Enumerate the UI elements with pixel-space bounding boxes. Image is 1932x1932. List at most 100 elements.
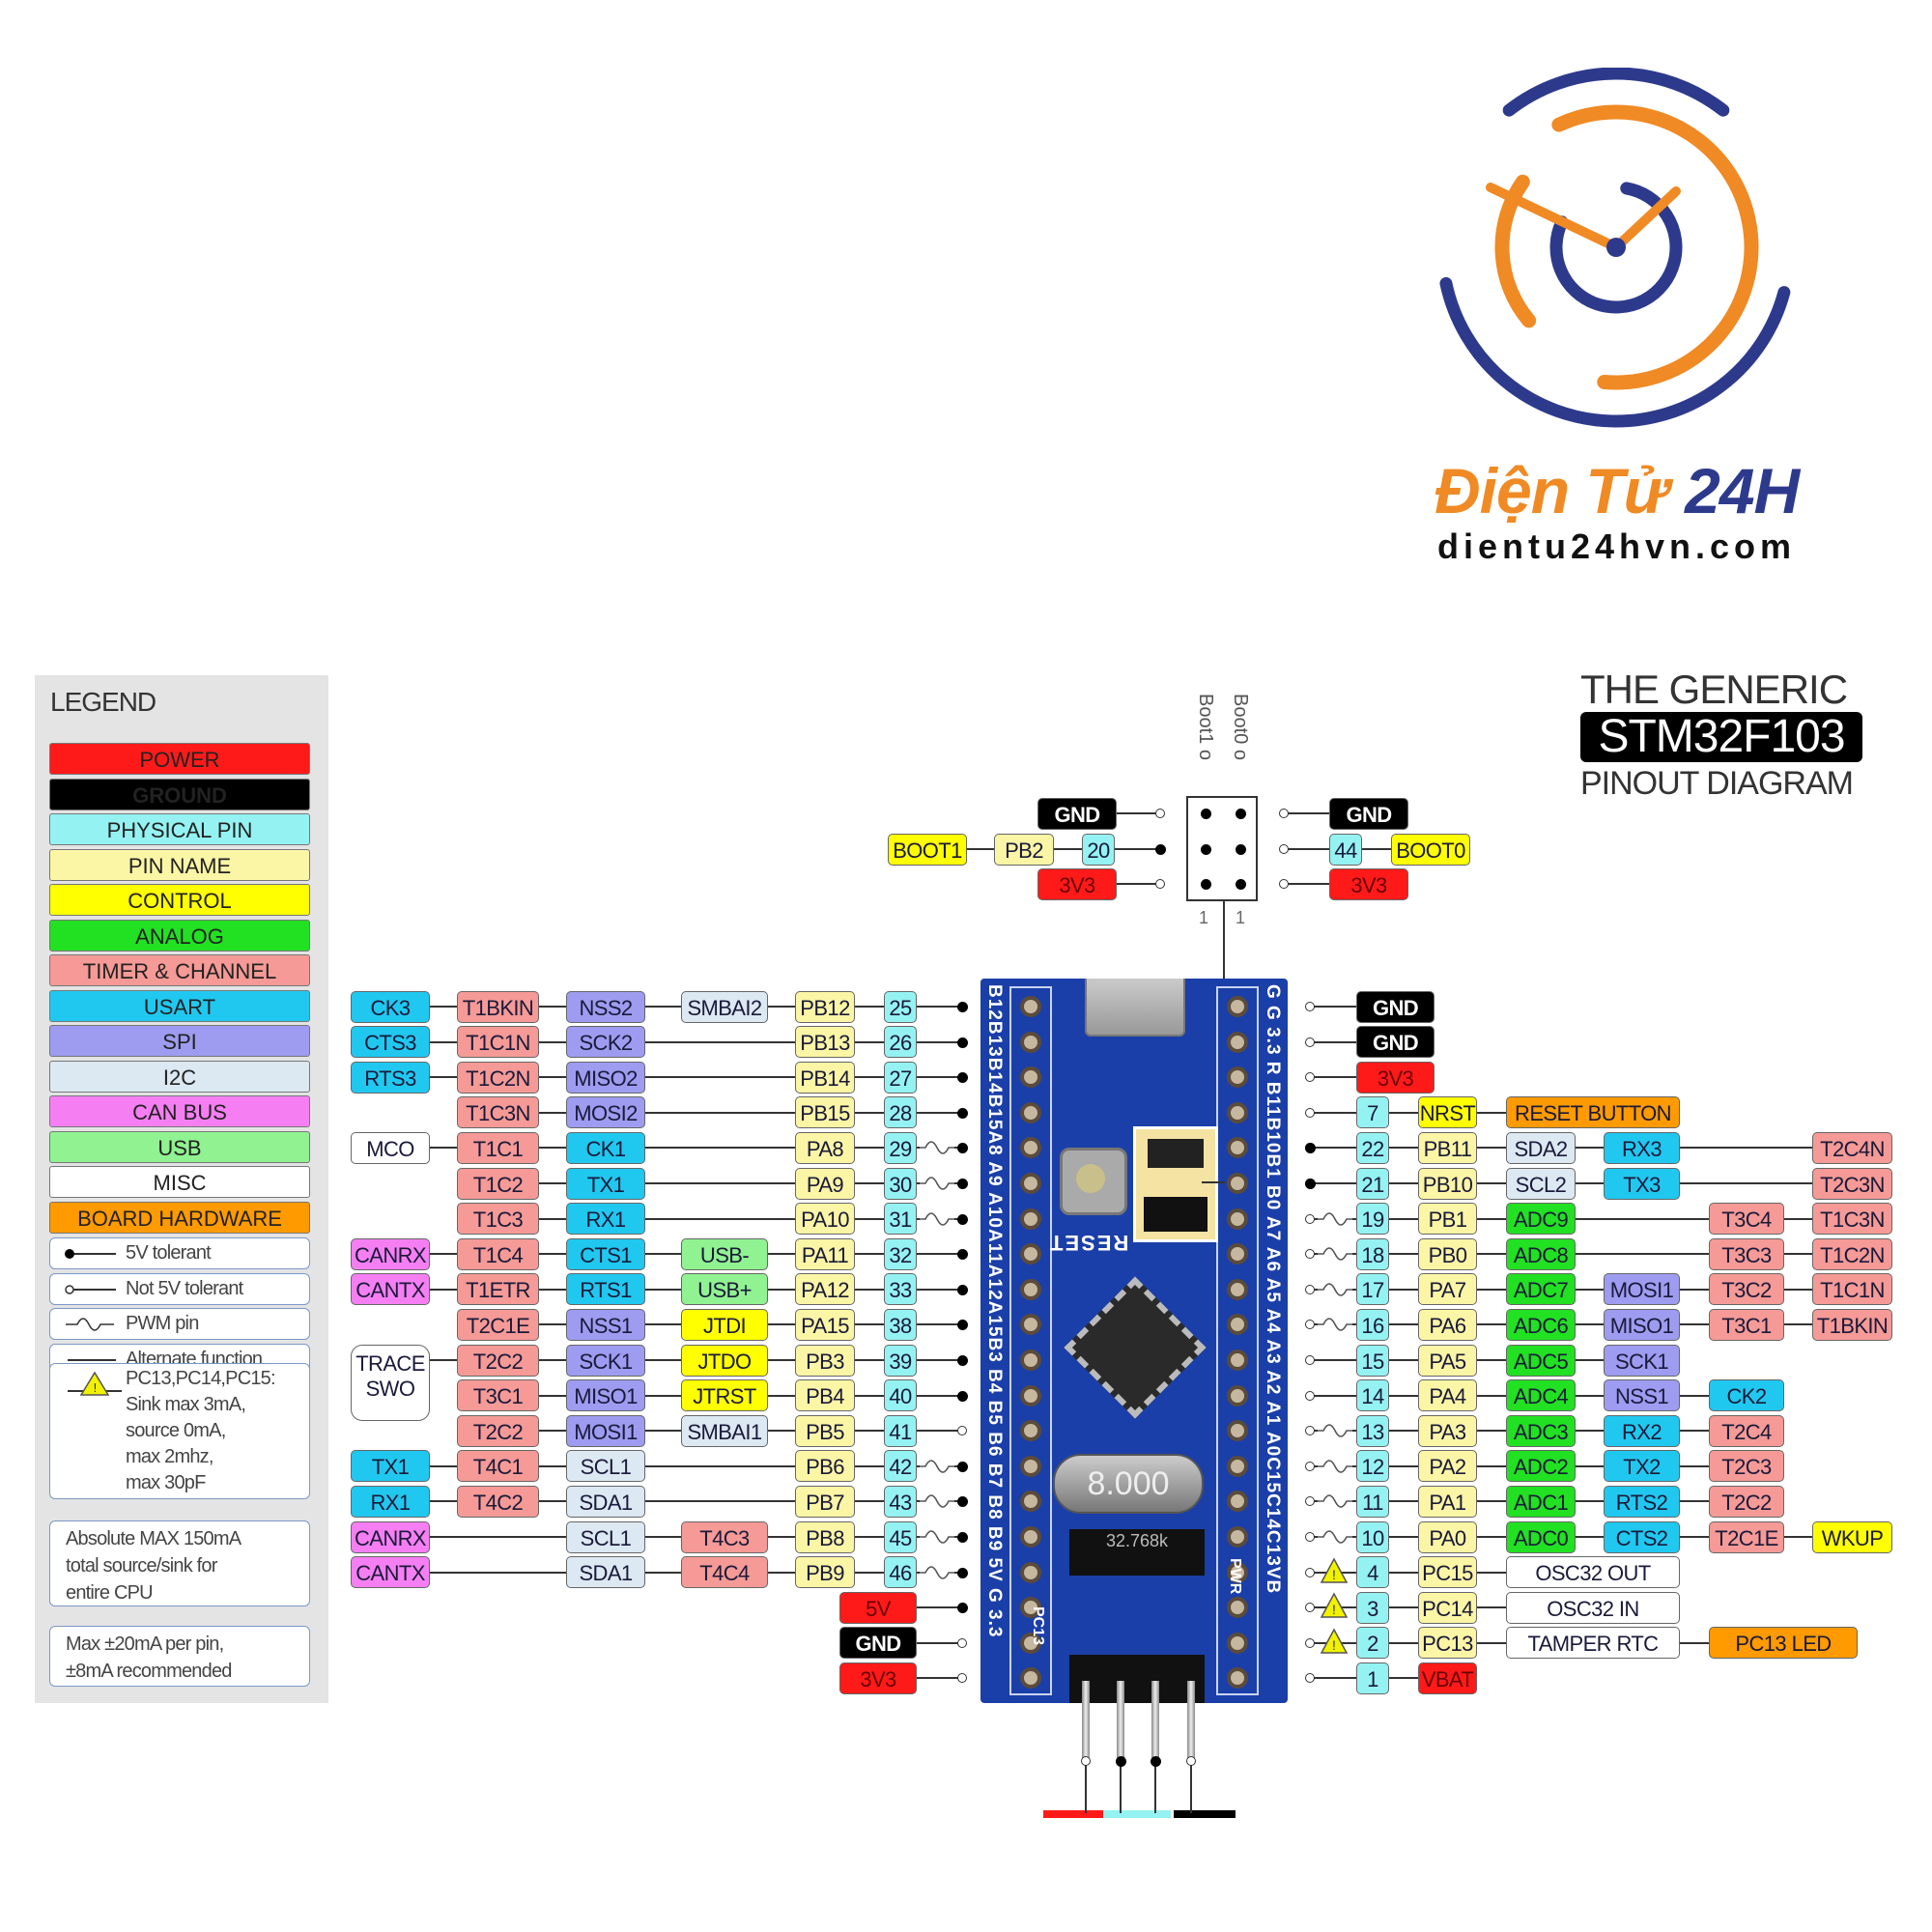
pin-label-sck1[interactable]: SCK1: [1604, 1344, 1680, 1377]
physical-pin-30[interactable]: 30: [884, 1167, 917, 1200]
pin-label-pa2[interactable]: PA2: [1418, 1450, 1477, 1483]
pin-label-jtrst[interactable]: JTRST: [681, 1379, 768, 1412]
pin-label-canrx[interactable]: CANRX: [351, 1237, 430, 1270]
pin-label-canrx[interactable]: CANRX: [351, 1520, 430, 1553]
pin-label-sda1[interactable]: SDA1: [566, 1556, 645, 1589]
pin-label-vbat[interactable]: VBAT: [1418, 1662, 1477, 1694]
pin-label-5v[interactable]: 5V: [839, 1591, 917, 1624]
pin-label-t2c2[interactable]: T2C2: [457, 1414, 539, 1447]
pin-label-usb[interactable]: USB-: [681, 1237, 768, 1270]
pin-label-gnd[interactable]: GND: [1356, 990, 1435, 1023]
pin-label-t1c2[interactable]: T1C2: [457, 1167, 539, 1200]
pin-label-sck2[interactable]: SCK2: [566, 1026, 645, 1059]
pin-label-pb11[interactable]: PB11: [1418, 1131, 1477, 1164]
pin-label-adc1[interactable]: ADC1: [1506, 1485, 1576, 1518]
pin-label-pa5[interactable]: PA5: [1418, 1344, 1477, 1377]
pin-label-cts1[interactable]: CTS1: [566, 1237, 645, 1270]
physical-pin-41[interactable]: 41: [884, 1414, 917, 1447]
physical-pin-11[interactable]: 11: [1356, 1485, 1389, 1518]
physical-pin-32[interactable]: 32: [884, 1237, 917, 1270]
pin-label-miso1[interactable]: MISO1: [566, 1379, 645, 1412]
physical-pin-25[interactable]: 25: [884, 990, 917, 1023]
pin-label-pb9[interactable]: PB9: [795, 1556, 855, 1589]
pin-label-pa12[interactable]: PA12: [795, 1273, 855, 1306]
pin-label-osc32-in[interactable]: OSC32 IN: [1506, 1591, 1680, 1624]
pin-label-adc9[interactable]: ADC9: [1506, 1203, 1576, 1236]
physical-pin-26[interactable]: 26: [884, 1026, 917, 1059]
pin-label-usb[interactable]: USB+: [681, 1273, 768, 1306]
pin-label-pc13-led[interactable]: PC13 LED: [1709, 1627, 1858, 1660]
pin-label-sda1[interactable]: SDA1: [566, 1485, 645, 1518]
pin-label-gnd[interactable]: GND: [1329, 797, 1408, 830]
pin-label-jtdo[interactable]: JTDO: [681, 1344, 768, 1377]
physical-pin-12[interactable]: 12: [1356, 1450, 1389, 1483]
pin-label-pa3[interactable]: PA3: [1418, 1414, 1477, 1447]
physical-pin-27[interactable]: 27: [884, 1061, 917, 1094]
pin-label-tx1[interactable]: TX1: [351, 1450, 430, 1483]
reset-button[interactable]: [1060, 1148, 1127, 1215]
physical-pin-38[interactable]: 38: [884, 1308, 917, 1341]
pin-label-pb1[interactable]: PB1: [1418, 1203, 1477, 1236]
pin-label-pc15[interactable]: PC15: [1418, 1556, 1477, 1589]
physical-pin-22[interactable]: 22: [1356, 1131, 1389, 1164]
pin-label-pa8[interactable]: PA8: [795, 1131, 855, 1164]
pin-label-rts2[interactable]: RTS2: [1604, 1485, 1680, 1518]
pin-label-sck1[interactable]: SCK1: [566, 1344, 645, 1377]
physical-pin-7[interactable]: 7: [1356, 1096, 1389, 1129]
pin-label-t1c3[interactable]: T1C3: [457, 1203, 539, 1236]
pin-label-gnd[interactable]: GND: [1037, 797, 1117, 830]
pin-label-3v3[interactable]: 3V3: [1356, 1061, 1435, 1094]
pin-label-3v3[interactable]: 3V3: [1037, 867, 1117, 900]
pin-label-pb7[interactable]: PB7: [795, 1485, 855, 1518]
pin-label-t2c1e[interactable]: T2C1E: [457, 1308, 539, 1341]
pin-label-t1c1[interactable]: T1C1: [457, 1131, 539, 1164]
pin-label-gnd[interactable]: GND: [1356, 1026, 1435, 1059]
pin-label-rx1[interactable]: RX1: [566, 1203, 645, 1236]
pin-label-t1bkin[interactable]: T1BKIN: [1812, 1308, 1892, 1341]
physical-pin-1[interactable]: 1: [1356, 1662, 1389, 1694]
pin-label-pa9[interactable]: PA9: [795, 1167, 855, 1200]
pin-label-pb12[interactable]: PB12: [795, 990, 855, 1023]
boot-jumper-header[interactable]: [1186, 796, 1258, 901]
pin-label-pa0[interactable]: PA0: [1418, 1520, 1477, 1553]
pin-label-rts1[interactable]: RTS1: [566, 1273, 645, 1306]
pin-label-t1c3n[interactable]: T1C3N: [457, 1096, 539, 1129]
physical-pin-17[interactable]: 17: [1356, 1273, 1389, 1306]
pin-label-pb5[interactable]: PB5: [795, 1414, 855, 1447]
physical-pin-10[interactable]: 10: [1356, 1520, 1389, 1553]
pin-label-ck2[interactable]: CK2: [1709, 1379, 1784, 1412]
pin-label-cantx[interactable]: CANTX: [351, 1556, 430, 1589]
pin-label-pb4[interactable]: PB4: [795, 1379, 855, 1412]
pin-label-miso2[interactable]: MISO2: [566, 1061, 645, 1094]
pin-label-boot0[interactable]: BOOT0: [1391, 833, 1470, 866]
pin-label-t1c4[interactable]: T1C4: [457, 1237, 539, 1270]
pin-label-pa11[interactable]: PA11: [795, 1237, 855, 1270]
pin-label-cts3[interactable]: CTS3: [351, 1026, 430, 1059]
pin-label-pb3[interactable]: PB3: [795, 1344, 855, 1377]
physical-pin-21[interactable]: 21: [1356, 1167, 1389, 1200]
pin-label-rts3[interactable]: RTS3: [351, 1061, 430, 1094]
pin-label-scl1[interactable]: SCL1: [566, 1450, 645, 1483]
physical-pin-20[interactable]: 20: [1082, 833, 1115, 866]
pin-label-scl1[interactable]: SCL1: [566, 1520, 645, 1553]
pin-label-pb13[interactable]: PB13: [795, 1026, 855, 1059]
pin-label-miso1[interactable]: MISO1: [1604, 1308, 1680, 1341]
pin-label-t2c3[interactable]: T2C3: [1709, 1450, 1784, 1483]
pin-label-t2c2[interactable]: T2C2: [457, 1344, 539, 1377]
pin-label-t4c3[interactable]: T4C3: [681, 1520, 768, 1553]
pin-label-t3c2[interactable]: T3C2: [1709, 1273, 1784, 1306]
pin-label-wkup[interactable]: WKUP: [1812, 1520, 1892, 1553]
pin-label-t3c1[interactable]: T3C1: [1709, 1308, 1784, 1341]
pin-label-nss2[interactable]: NSS2: [566, 990, 645, 1023]
physical-pin-42[interactable]: 42: [884, 1450, 917, 1483]
pin-label-adc5[interactable]: ADC5: [1506, 1344, 1576, 1377]
pin-label-tx2[interactable]: TX2: [1604, 1450, 1680, 1483]
pin-label-t4c4[interactable]: T4C4: [681, 1556, 768, 1589]
pin-label-t1c3n[interactable]: T1C3N: [1812, 1203, 1892, 1236]
pin-label-pa4[interactable]: PA4: [1418, 1379, 1477, 1412]
pin-label-mosi1[interactable]: MOSI1: [1604, 1273, 1680, 1306]
pin-label-3v3[interactable]: 3V3: [839, 1662, 917, 1694]
pin-label-pc14[interactable]: PC14: [1418, 1591, 1477, 1624]
pin-label-t4c2[interactable]: T4C2: [457, 1485, 539, 1518]
pin-label-3v3[interactable]: 3V3: [1329, 867, 1408, 900]
